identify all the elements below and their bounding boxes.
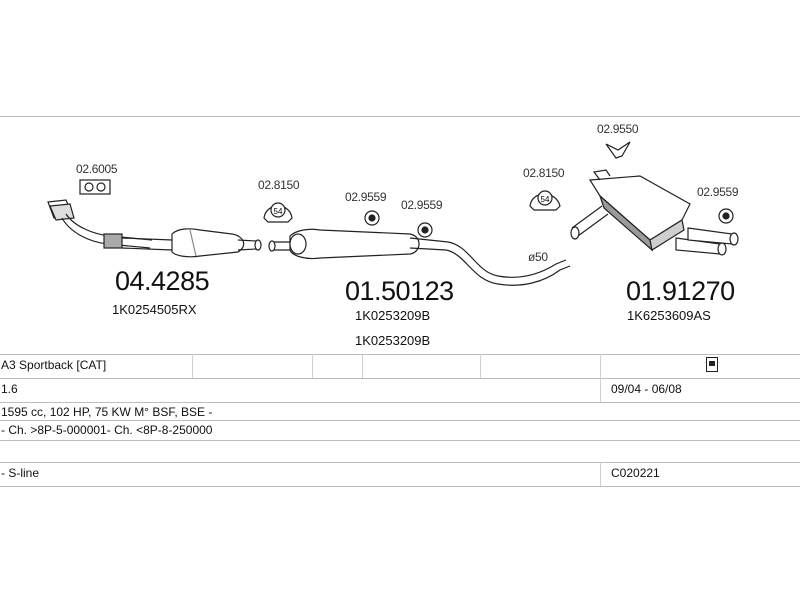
table-line-6 <box>0 462 800 463</box>
engine-size: 1.6 <box>1 382 18 396</box>
clamp-ring-rear-label: 54 <box>541 195 550 204</box>
table-col-divider-1 <box>192 354 193 378</box>
oem-number-front-pipe: 1K0254505RX <box>112 302 197 317</box>
table-line-3 <box>0 402 800 403</box>
engine-specs: 1595 cc, 102 HP, 75 KW M° BSF, BSE - <box>1 405 213 419</box>
accessory-label-clamp-rear: 02.8150 <box>523 166 565 180</box>
frame-top-line <box>0 116 800 117</box>
accessory-label-gasket: 02.6005 <box>76 162 118 176</box>
part-number-middle-muffler: 01.50123 <box>345 276 454 306</box>
exhaust-system-diagram: 54 54 <box>47 141 739 286</box>
trim-level: - S-line <box>1 466 40 480</box>
table-line-2 <box>0 378 800 379</box>
rubber-mount-2 <box>417 222 433 238</box>
table-col-divider-4 <box>480 354 481 378</box>
chassis-range: - Ch. >8P-5-000001- Ch. <8P-8-250000 <box>1 423 213 437</box>
table-line-5 <box>0 440 800 441</box>
table-line-1 <box>0 354 800 355</box>
production-years: 09/04 - 06/08 <box>611 382 682 396</box>
clamp-ring-middle-label: 54 <box>274 207 283 216</box>
oem-number-middle-muffler-1: 1K0253209B <box>355 308 431 323</box>
hanger-bracket <box>605 141 631 159</box>
catalog-code: C020221 <box>611 466 660 480</box>
document-icon-mark <box>709 361 715 366</box>
rubber-mount-1 <box>364 210 380 226</box>
part-number-front-pipe: 04.4285 <box>115 266 210 296</box>
table-col-divider-3 <box>362 354 363 378</box>
table-col-divider-6 <box>600 462 601 486</box>
accessory-label-hanger: 02.9550 <box>597 122 639 136</box>
rear-muffler <box>570 169 739 256</box>
gasket-accessory <box>79 179 111 195</box>
accessory-label-mount-2: 02.9559 <box>401 198 443 212</box>
diameter-label: ø50 <box>528 250 548 264</box>
oem-number-rear-muffler: 1K6253609AS <box>627 308 711 323</box>
clamp-ring-middle <box>263 202 293 223</box>
front-pipe-catalyst <box>47 199 262 258</box>
accessory-label-mount-3: 02.9559 <box>697 185 739 199</box>
table-col-divider-2 <box>312 354 313 378</box>
middle-pipe-muffler <box>268 228 571 286</box>
accessory-label-clamp-middle: 02.8150 <box>258 178 300 192</box>
oem-number-middle-muffler-2: 1K0253209B <box>355 333 431 348</box>
table-line-7 <box>0 486 800 487</box>
clamp-ring-rear <box>529 190 561 211</box>
rubber-mount-3 <box>718 208 734 224</box>
part-number-rear-muffler: 01.91270 <box>626 276 735 306</box>
table-col-divider-5 <box>600 354 601 402</box>
accessory-label-mount-1: 02.9559 <box>345 190 387 204</box>
table-line-4 <box>0 420 800 421</box>
vehicle-model: A3 Sportback [CAT] <box>1 358 107 372</box>
document-icon[interactable] <box>706 357 718 372</box>
